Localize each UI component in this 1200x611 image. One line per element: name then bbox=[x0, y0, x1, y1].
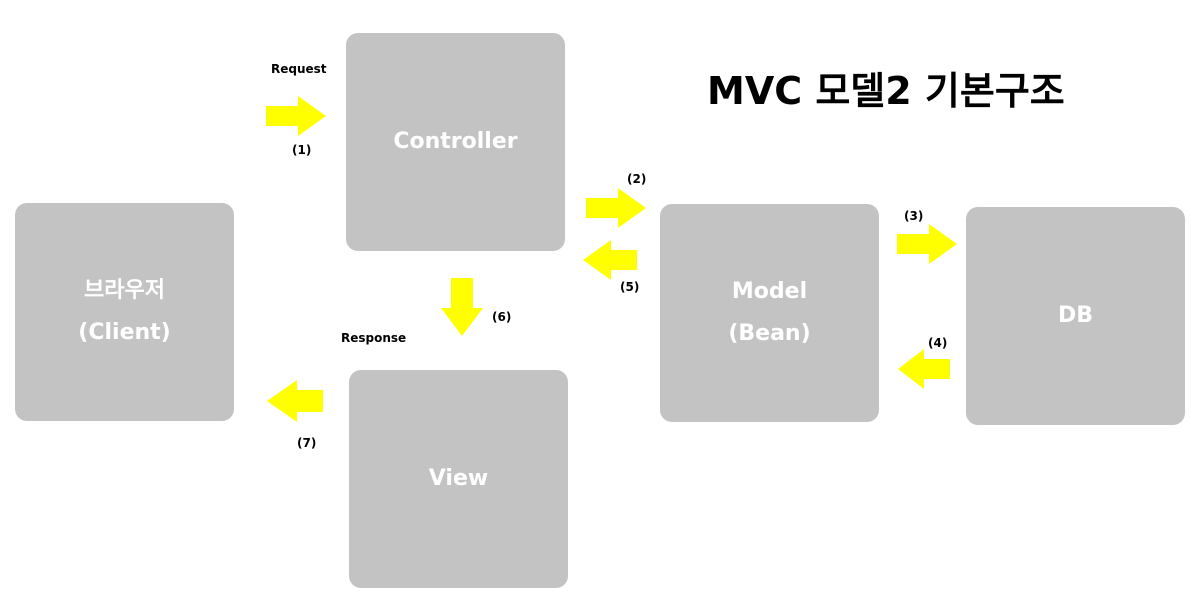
step1-label: (1) bbox=[292, 143, 312, 157]
model-label: Model bbox=[731, 279, 808, 304]
request-label: Request bbox=[271, 62, 327, 76]
client-label: 브라우저 bbox=[84, 278, 165, 303]
step2-label: (2) bbox=[627, 172, 647, 186]
db-box: DB bbox=[966, 207, 1185, 425]
db-label: DB bbox=[1057, 303, 1094, 328]
client-sublabel: (Client) bbox=[78, 320, 171, 345]
arrow-right-step1-icon bbox=[266, 96, 326, 136]
arrow-right-step3-icon bbox=[897, 224, 957, 264]
step5-label: (5) bbox=[620, 280, 640, 294]
arrow-left-step5-icon bbox=[583, 240, 637, 280]
arrow-right-step2-icon bbox=[586, 188, 646, 228]
model-sublabel: (Bean) bbox=[728, 321, 811, 346]
model-box: Model (Bean) bbox=[660, 204, 879, 422]
step7-label: (7) bbox=[297, 436, 317, 450]
step4-label: (4) bbox=[928, 336, 948, 350]
arrow-left-step7-icon bbox=[267, 380, 323, 422]
arrow-left-step4-icon bbox=[898, 349, 950, 389]
response-label: Response bbox=[341, 331, 407, 345]
view-box: View bbox=[349, 370, 568, 588]
diagram-title: MVC 모델2 기본구조 bbox=[707, 69, 1065, 113]
step3-label: (3) bbox=[904, 209, 924, 223]
client-box: 브라우저 (Client) bbox=[15, 203, 234, 421]
controller-box: Controller bbox=[346, 33, 565, 251]
step6-label: (6) bbox=[492, 310, 512, 324]
controller-label: Controller bbox=[393, 129, 518, 154]
view-label: View bbox=[428, 466, 489, 491]
arrow-down-step6-icon bbox=[441, 278, 483, 336]
